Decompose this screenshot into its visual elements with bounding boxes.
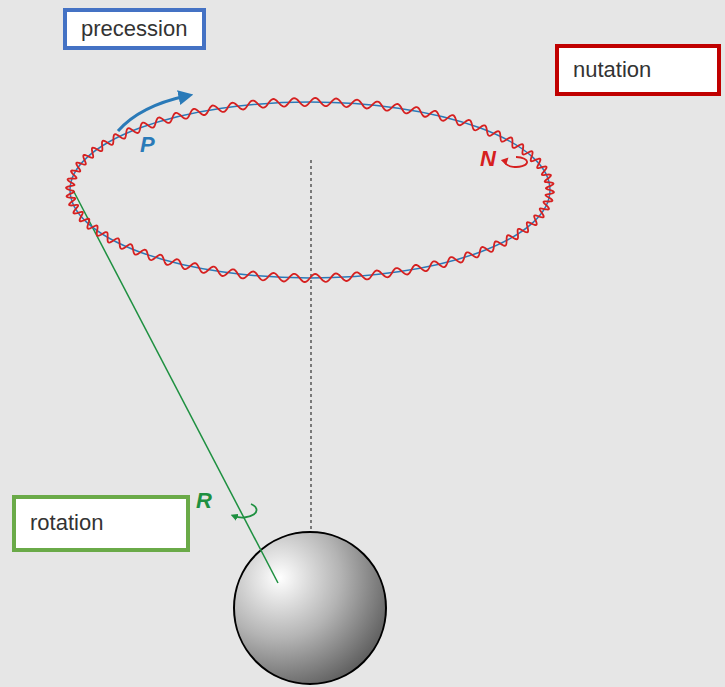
box-label: nutation (573, 58, 651, 82)
precession-arrow (118, 96, 186, 131)
nutation-arrow (505, 157, 527, 167)
nutation-box: nutation (555, 44, 721, 96)
vertical-axis (310, 160, 311, 535)
rotation-box: rotation (12, 495, 190, 552)
box-label: rotation (30, 511, 103, 535)
precession-box: precession (63, 8, 206, 50)
nutation-symbol: N (480, 148, 496, 170)
rotation-arrow (234, 504, 257, 518)
box-label: precession (81, 17, 187, 41)
rotation-symbol: R (196, 490, 212, 512)
precession-symbol: P (140, 134, 155, 156)
planet-sphere (234, 532, 386, 684)
nutation-wave (66, 98, 554, 282)
